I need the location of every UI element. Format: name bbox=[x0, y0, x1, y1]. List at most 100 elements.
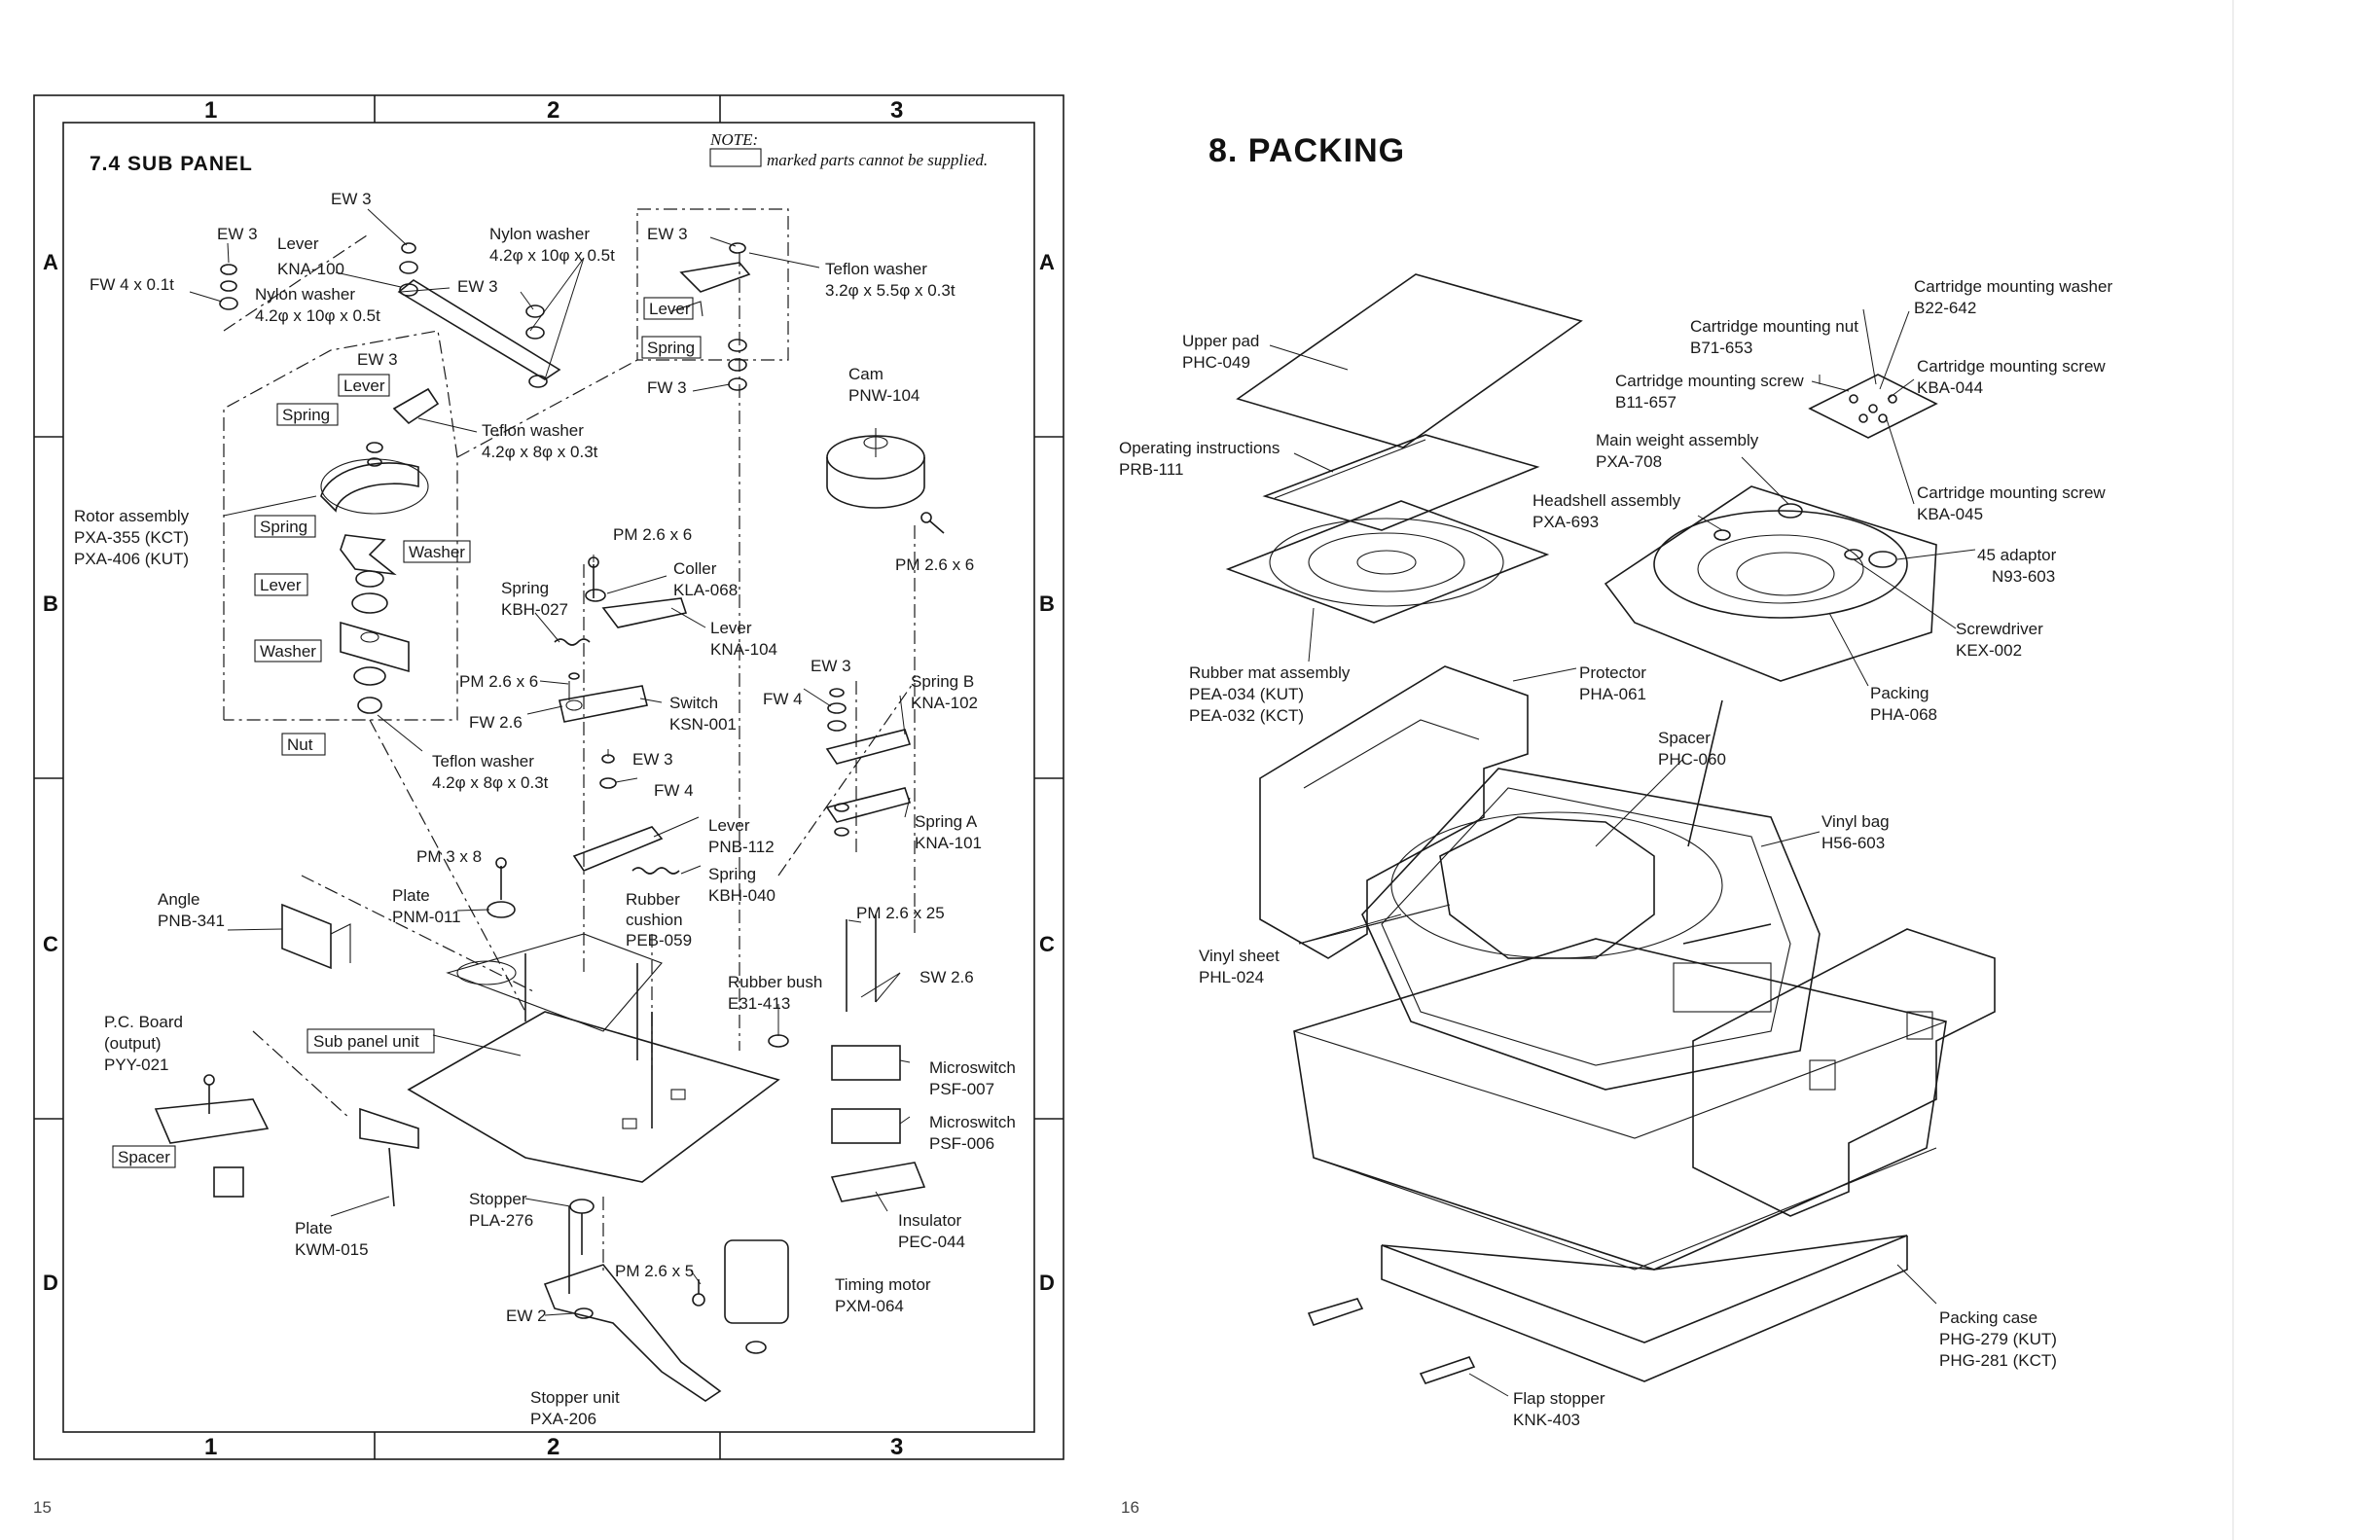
lbl-kwm015: KWM-015 bbox=[295, 1240, 369, 1259]
lbl-pxa355: PXA-355 (KCT) bbox=[74, 528, 189, 547]
lbl-pnw104: PNW-104 bbox=[848, 386, 920, 405]
lbl-phg279: PHG-279 (KUT) bbox=[1939, 1330, 2057, 1348]
lbl-microswitch-1: Microswitch bbox=[929, 1058, 1016, 1077]
lbl-pm3x8: PM 3 x 8 bbox=[416, 847, 482, 866]
lbl-pnb112: PNB-112 bbox=[708, 838, 775, 856]
lbl-pyy021: PYY-021 bbox=[104, 1056, 168, 1074]
lbl-ew3-e: EW 3 bbox=[357, 350, 398, 369]
row-d-right: D bbox=[1039, 1271, 1055, 1295]
lbl-b71653: B71-653 bbox=[1690, 339, 1752, 357]
lbl-pcb-output: (output) bbox=[104, 1034, 162, 1053]
lbl-microswitch-2: Microswitch bbox=[929, 1113, 1016, 1131]
lbl-timing-motor: Timing motor bbox=[835, 1275, 931, 1294]
lbl-psf007: PSF-007 bbox=[929, 1080, 994, 1098]
lbl-plate-pnm: Plate bbox=[392, 886, 430, 905]
lbl-lever-kna104: Lever bbox=[710, 619, 752, 637]
lbl-teflon-1-size: 3.2φ x 5.5φ x 0.3t bbox=[825, 281, 956, 300]
lbl-kla068: KLA-068 bbox=[673, 581, 738, 599]
lbl-pea034: PEA-034 (KUT) bbox=[1189, 685, 1304, 703]
lbl-nylon-1: Nylon washer bbox=[489, 225, 590, 243]
lbl-pec044: PEC-044 bbox=[898, 1233, 965, 1251]
lbl-coller: Coller bbox=[673, 559, 717, 578]
lbl-spring-a: Spring A bbox=[915, 812, 978, 831]
lbl-main-weight: Main weight assembly bbox=[1596, 431, 1759, 449]
lbl-teflon-2: Teflon washer bbox=[482, 421, 584, 440]
lbl-b22642: B22-642 bbox=[1914, 299, 1976, 317]
lbl-pnb341: PNB-341 bbox=[158, 912, 225, 930]
col-3-bottom: 3 bbox=[890, 1434, 903, 1460]
lbl-pea032: PEA-032 (KCT) bbox=[1189, 706, 1304, 725]
lbl-vinyl-bag: Vinyl bag bbox=[1821, 812, 1890, 831]
lbl-fw4-c: FW 4 bbox=[654, 781, 694, 800]
lbl-phc049: PHC-049 bbox=[1182, 353, 1250, 372]
lbl-peb059: PEB-059 bbox=[626, 931, 692, 949]
lbl-prb111: PRB-111 bbox=[1119, 460, 1183, 479]
note-head: NOTE: bbox=[709, 130, 758, 149]
lbl-fw4-b: FW 4 bbox=[763, 690, 803, 708]
lbl-lever-a: Lever bbox=[277, 234, 319, 253]
lbl-pxa206: PXA-206 bbox=[530, 1410, 596, 1428]
box-lever-2: Lever bbox=[343, 376, 385, 395]
lbl-fw26: FW 2.6 bbox=[469, 713, 523, 732]
lbl-rotor: Rotor assembly bbox=[74, 507, 190, 525]
lbl-ew3-a: EW 3 bbox=[217, 225, 258, 243]
lbl-pxa708: PXA-708 bbox=[1596, 452, 1662, 471]
lbl-pha068: PHA-068 bbox=[1870, 705, 1937, 724]
box-washer-1: Washer bbox=[409, 543, 465, 561]
lbl-insulator: Insulator bbox=[898, 1211, 962, 1230]
note-box bbox=[709, 148, 762, 167]
lbl-screwdriver: Screwdriver bbox=[1956, 620, 2043, 638]
lbl-adaptor: 45 adaptor bbox=[1977, 546, 2057, 564]
col-3-top: 3 bbox=[890, 97, 903, 124]
lbl-teflon-2-size: 4.2φ x 8φ x 0.3t bbox=[482, 443, 598, 461]
lbl-rubber-mat: Rubber mat assembly bbox=[1189, 663, 1351, 682]
lbl-pnm011: PNM-011 bbox=[392, 908, 461, 926]
lbl-ew2: EW 2 bbox=[506, 1307, 547, 1325]
box-sub-panel-unit: Sub panel unit bbox=[313, 1032, 419, 1051]
box-lever-1: Lever bbox=[649, 300, 691, 318]
lbl-sw26: SW 2.6 bbox=[920, 968, 974, 986]
lbl-kba044: KBA-044 bbox=[1917, 378, 1983, 397]
lbl-phg281: PHG-281 (KCT) bbox=[1939, 1351, 2057, 1370]
note-body: marked parts cannot be supplied. bbox=[767, 151, 988, 169]
lbl-kex002: KEX-002 bbox=[1956, 641, 2022, 660]
lbl-pxa693: PXA-693 bbox=[1533, 513, 1599, 531]
lbl-h56603: H56-603 bbox=[1821, 834, 1885, 852]
lbl-nylon-2-size: 4.2φ x 10φ x 0.5t bbox=[255, 306, 380, 325]
sub-panel-frame bbox=[33, 94, 1064, 1460]
lbl-plate-kwm: Plate bbox=[295, 1219, 333, 1237]
lbl-stopper-unit: Stopper unit bbox=[530, 1388, 620, 1407]
left-labels: EW 3 Lever KNA-100 FW 4 x 0.1t EW 3 Nylo… bbox=[74, 190, 1016, 1428]
packing-exploded-view bbox=[1225, 0, 2234, 1540]
lbl-spring-b: Spring B bbox=[911, 672, 974, 691]
col-2-bottom: 2 bbox=[547, 1434, 559, 1460]
lbl-op-instr: Operating instructions bbox=[1119, 439, 1280, 457]
lbl-pxa406: PXA-406 (KUT) bbox=[74, 550, 189, 568]
lbl-lever-pnb112: Lever bbox=[708, 816, 750, 835]
box-spring-1: Spring bbox=[647, 339, 695, 357]
lbl-cart-nut: Cartridge mounting nut bbox=[1690, 317, 1858, 336]
row-c-left: C bbox=[43, 932, 58, 956]
right-labels: Upper pad PHC-049 Operating instructions… bbox=[1119, 277, 2112, 1429]
box-nut: Nut bbox=[287, 735, 313, 754]
lbl-spacer: Spacer bbox=[1658, 729, 1711, 747]
lbl-switch: Switch bbox=[669, 694, 718, 712]
lbl-ew3-d: EW 3 bbox=[647, 225, 688, 243]
boxed-labels: Lever Spring Lever Spring Spring Washer … bbox=[112, 297, 702, 1168]
row-b-left: B bbox=[43, 591, 58, 616]
lbl-phl024: PHL-024 bbox=[1199, 968, 1264, 986]
lbl-pha061: PHA-061 bbox=[1579, 685, 1646, 703]
lbl-pm26x25: PM 2.6 x 25 bbox=[856, 904, 945, 922]
lbl-kbh027: KBH-027 bbox=[501, 600, 568, 619]
lbl-kna104: KNA-104 bbox=[710, 640, 777, 659]
lbl-cart-washer: Cartridge mounting washer bbox=[1914, 277, 2112, 296]
lbl-ew3-g: EW 3 bbox=[632, 750, 673, 769]
lbl-headshell: Headshell assembly bbox=[1533, 491, 1681, 510]
lbl-stopper: Stopper bbox=[469, 1190, 527, 1208]
lbl-e31413: E31-413 bbox=[728, 994, 790, 1013]
lbl-kba045: KBA-045 bbox=[1917, 505, 1983, 523]
col-2-top: 2 bbox=[547, 97, 559, 124]
lbl-flap-stopper: Flap stopper bbox=[1513, 1389, 1605, 1408]
col-1-bottom: 1 bbox=[204, 1434, 217, 1460]
lbl-kna102: KNA-102 bbox=[911, 694, 978, 712]
